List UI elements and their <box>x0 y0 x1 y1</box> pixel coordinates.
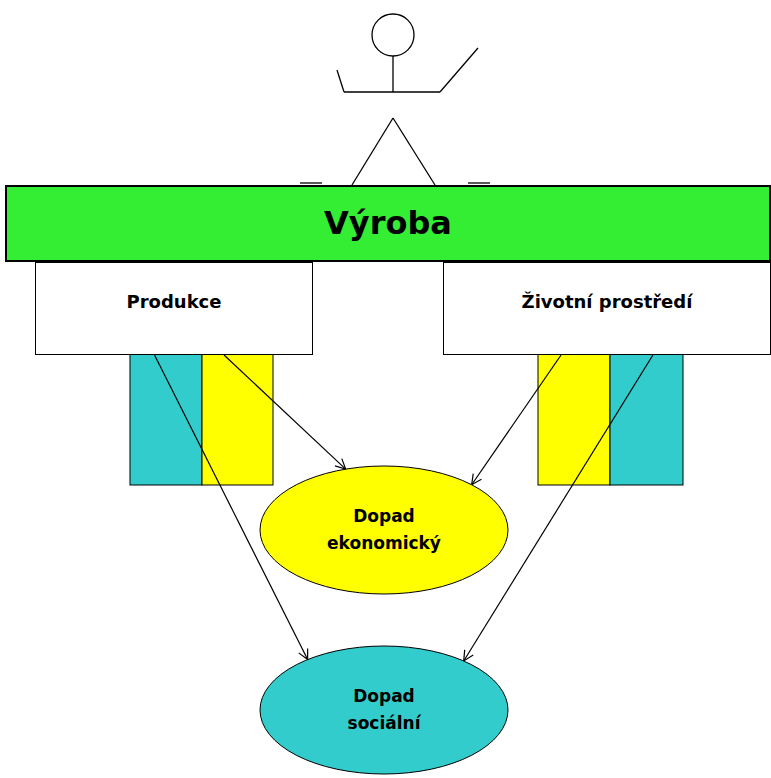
node-label: Produkce <box>127 288 222 317</box>
band-box: Výroba <box>5 185 771 262</box>
ellipse-outline <box>259 465 509 595</box>
arrow-connector <box>224 355 346 469</box>
node-label: Životní prostředí <box>522 288 693 317</box>
impact-ellipse: Dopad sociální <box>259 645 509 775</box>
stick-figure <box>300 14 490 185</box>
node-label: Dopad sociální <box>348 683 421 737</box>
arrow-connector <box>472 355 561 485</box>
ellipse-outline <box>259 645 509 775</box>
node-label: Výroba <box>324 198 452 249</box>
impact-ellipse: Dopad ekonomický <box>259 465 509 595</box>
process-box: Životní prostředí <box>443 262 771 355</box>
process-box: Produkce <box>35 262 313 355</box>
node-label: Dopad ekonomický <box>327 503 441 557</box>
